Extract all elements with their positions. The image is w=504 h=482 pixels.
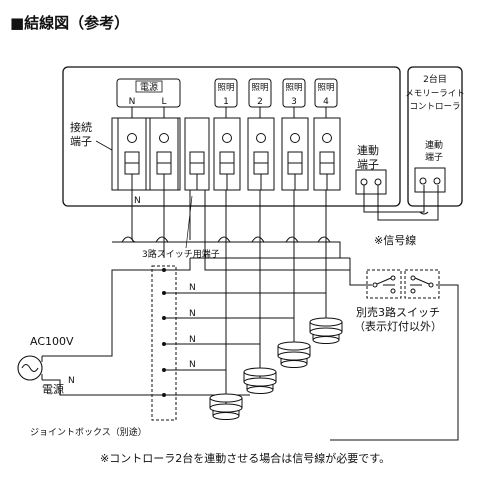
power-terminal-n: N [129,97,136,107]
three-way-switch-contacts [372,275,434,294]
power-label-frame [135,80,163,93]
terminal-power-l [149,117,179,191]
terminal-light-1 [213,117,241,191]
junction-box-label: ジョイントボックス（別途） [30,426,147,438]
link-terminal-second [414,167,446,193]
downlight-4 [209,393,243,420]
lighting-label-4: 照明 [317,83,334,93]
link-terminal-main-screw-2 [374,178,382,186]
downlights [209,317,343,420]
junction-dots [162,268,166,397]
downlight-3 [243,367,277,394]
second-link-terminal-label-line1: 連動 [425,139,443,151]
second-controller-label-line3: コントローラ [409,102,460,112]
neutral-label-1: N [189,283,196,293]
three-way-switch-note: （表示灯付以外） [354,319,442,333]
connection-terminal-label-line2: 端子 [70,135,92,148]
link-terminal-main [355,169,387,195]
link-terminal-second-screw-1 [419,177,427,185]
power-source-neutral: N [68,376,75,386]
downlight-1 [309,317,343,344]
terminal-light-4 [313,117,341,191]
lighting-label-1: 照明 [217,83,234,93]
second-controller-label-line2: メモリーライト [405,89,465,99]
power-source-voltage: AC100V [30,335,74,348]
lighting-channel-1: 1 [223,97,229,107]
connection-label-leader [95,140,113,151]
downlight-2 [277,341,311,368]
connection-terminal-label-line1: 接続 [70,120,92,134]
lighting-label-3: 照明 [285,83,302,93]
diagram-title: ■結線図（参考） [10,14,129,32]
second-link-terminal-label-line2: 端子 [425,151,443,163]
lighting-channel-4: 4 [323,97,329,107]
neutral-label-2: N [189,309,196,319]
link-terminal-second-screw-2 [433,177,441,185]
junction-box [151,265,177,421]
terminal-power-n [117,117,147,191]
terminal-three-way [184,117,210,191]
power-terminal-l: L [161,97,166,107]
controller-housing [62,66,401,207]
three-way-switch-b [404,269,440,299]
terminal-light-2 [247,117,275,191]
second-controller-housing [407,66,463,207]
three-way-terminal-label: 3路スイッチ用端子 [142,248,220,260]
ac-wave-icon [21,364,39,372]
lighting-channel-3: 3 [291,97,297,107]
ac-source-symbol [17,355,43,381]
footer-note: ※コントローラ2台を連動させる場合は信号線が必要です。 [100,451,390,465]
power-label: 電源 [140,82,158,93]
second-controller-label-line1: 2台目 [423,73,447,85]
power-label-box [116,78,181,108]
neutral-label-4: N [189,360,196,370]
link-terminal-main-screw-1 [360,178,368,186]
wires [42,190,459,441]
lighting-channel-2: 2 [257,97,263,107]
link-terminal-label-line2: 端子 [357,158,379,171]
lighting-label-2: 照明 [251,83,268,93]
link-terminal-label-line1: 連動 [357,143,379,157]
signal-line [363,185,439,221]
three-way-terminal-leader [185,195,193,249]
terminal-light-3 [281,117,309,191]
neutral-label-3: N [189,335,196,345]
three-way-switch-label: 別売3路スイッチ [356,306,440,319]
terminal-blocks [111,117,341,191]
neutral-label-power: N [134,196,141,206]
three-way-switch-a [366,269,402,299]
lighting-channel-labels: 照明 1 照明 2 照明 3 照明 4 [214,78,338,118]
power-source-label: 電源 [42,382,64,396]
signal-line-label: ※信号線 [374,233,416,247]
